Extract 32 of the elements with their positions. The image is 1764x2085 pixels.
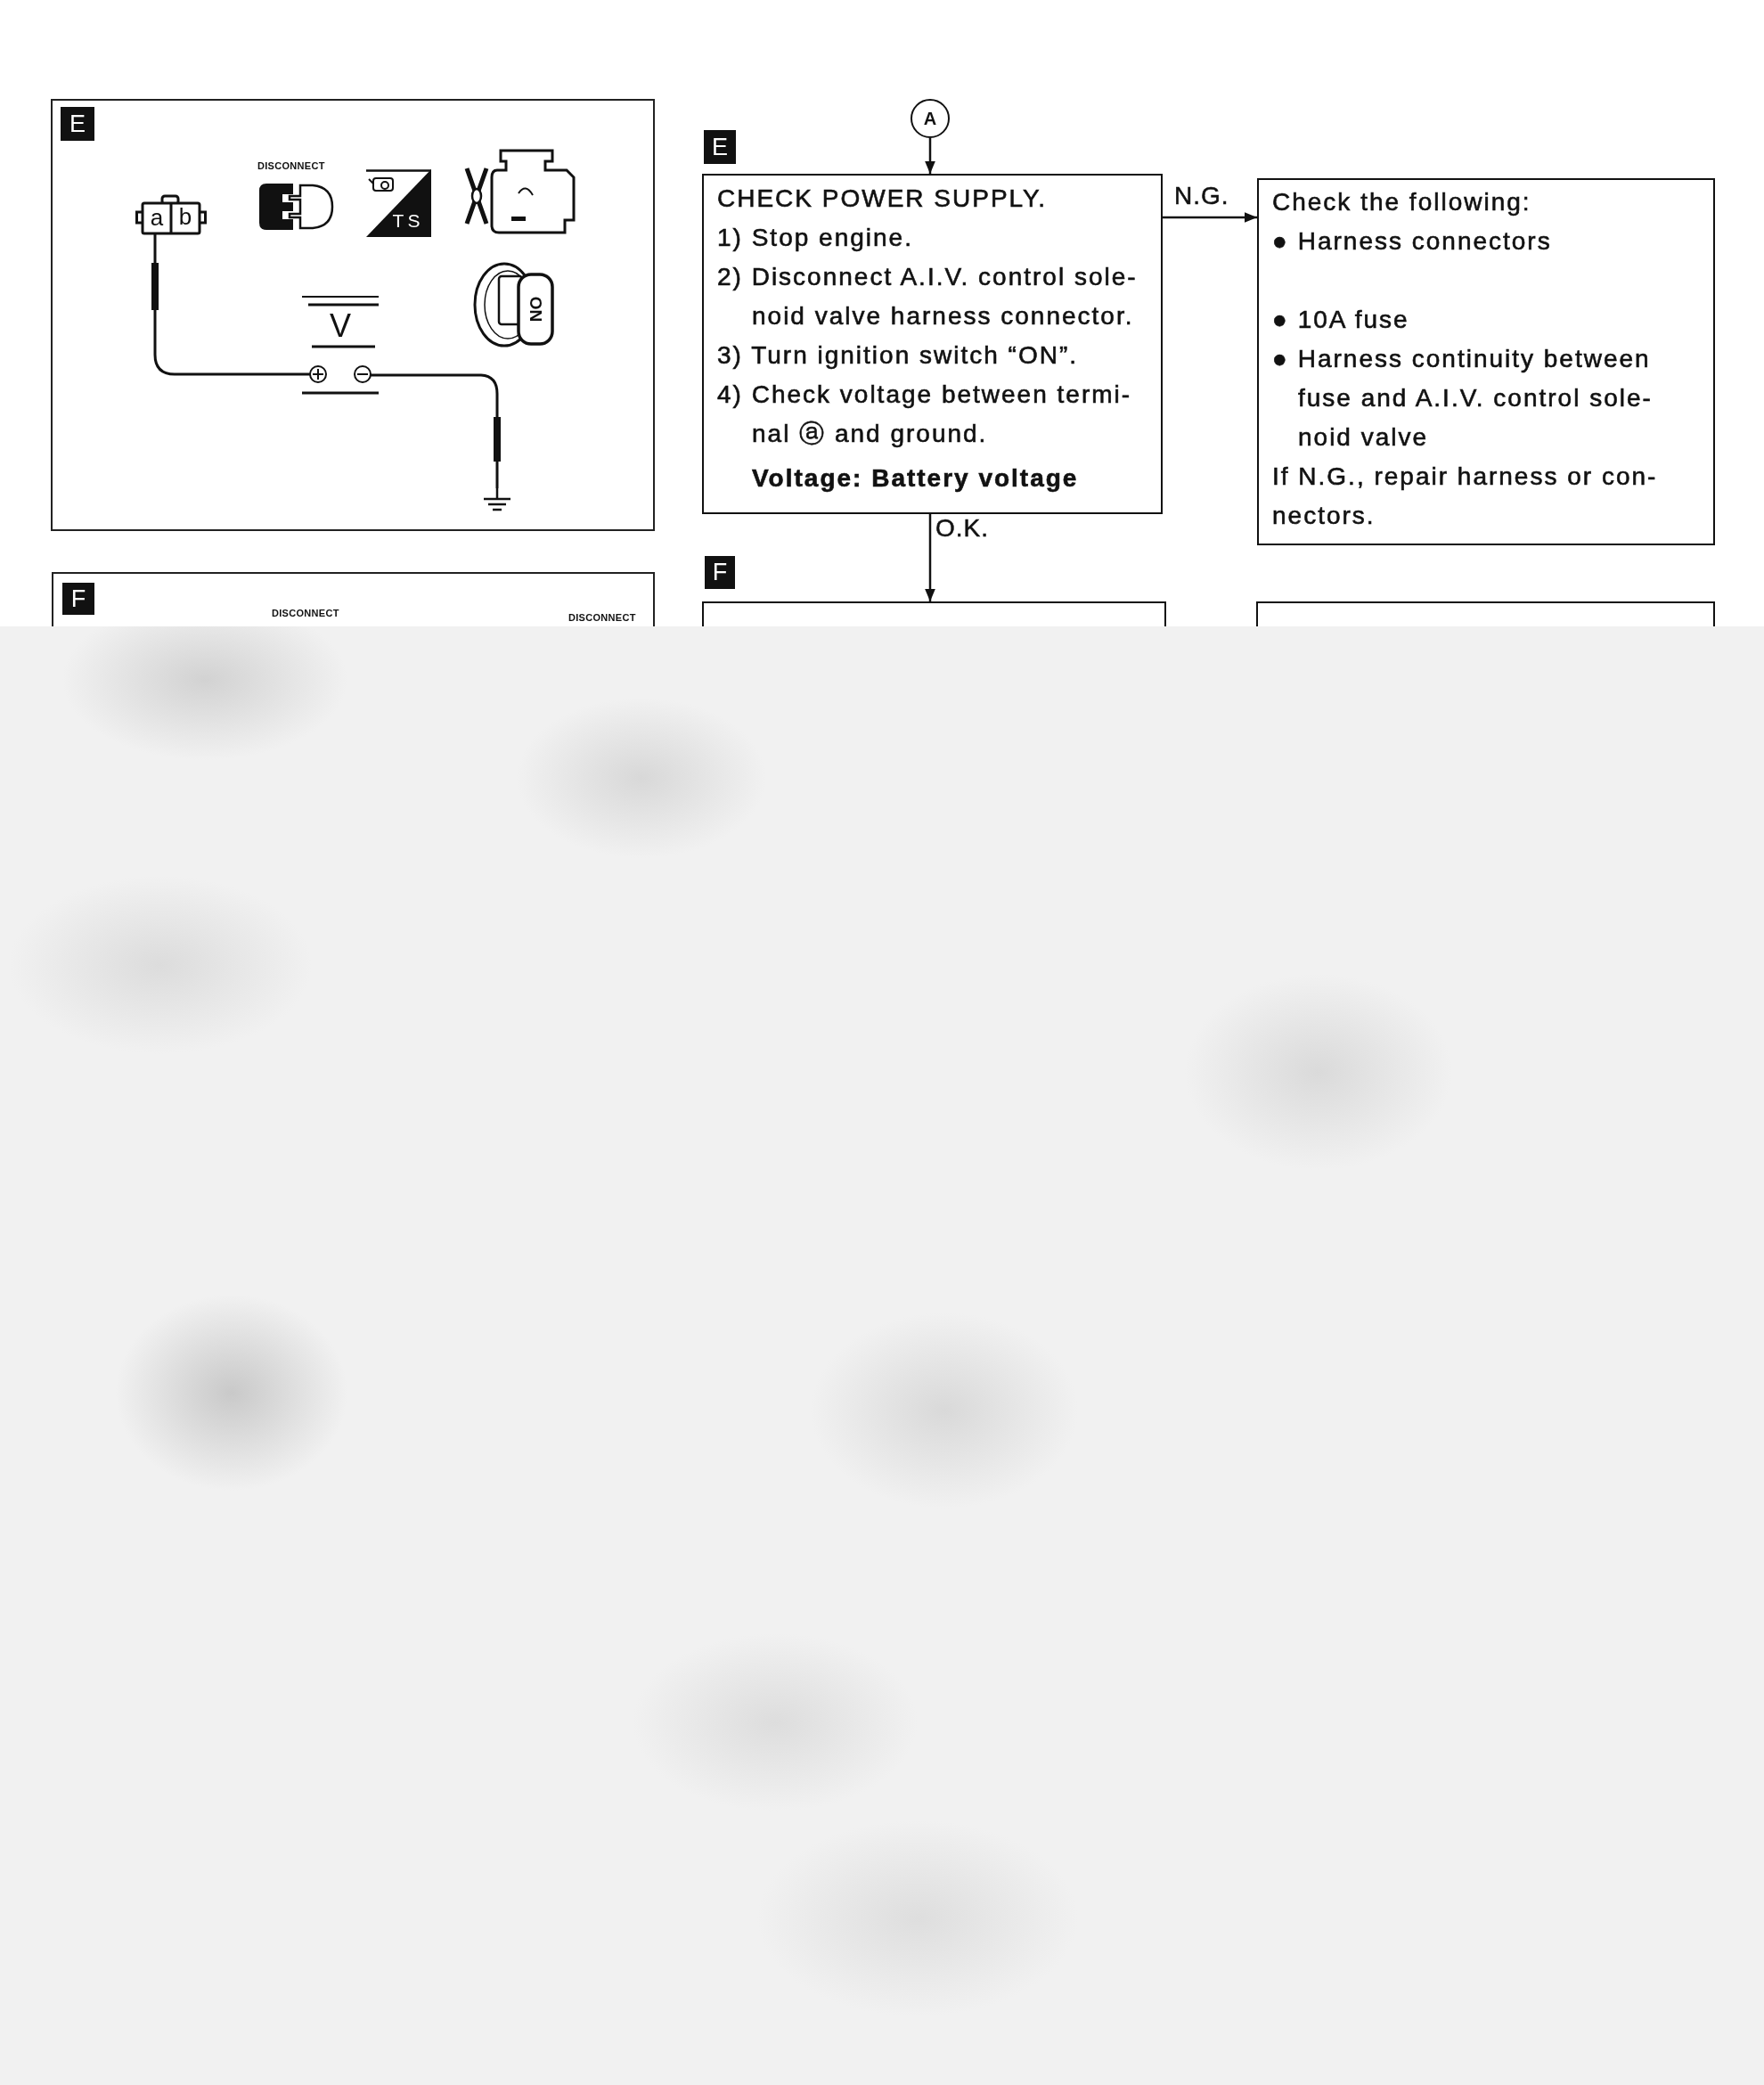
step-text: 3) Turn ignition switch “ON”. — [717, 340, 1078, 371]
note-text: If N.G., repair harness or con- nectors. — [1272, 462, 1659, 531]
step-heading: CHECK POWER SUPPLY. — [717, 184, 1047, 214]
check-item: ● Harness continuity between fuse and A.I.V. control sole- noid valve — [1272, 344, 1654, 453]
icon-caption: DISCONNECT — [568, 613, 636, 623]
process-box — [702, 174, 1163, 514]
arrow — [1163, 212, 1257, 223]
step-marker: E — [704, 130, 736, 164]
step-text: 1) Stop engine. — [717, 223, 913, 253]
check-item: ● 10A fuse — [1272, 305, 1409, 335]
section-marker: E — [61, 107, 94, 141]
step-marker: F — [705, 556, 735, 589]
section-marker: F — [62, 583, 94, 615]
step-text: 2) Disconnect A.I.V. control sole- noid valve harness connector. — [717, 262, 1139, 331]
terminal-letter: a — [150, 206, 164, 229]
process-box — [1256, 601, 1715, 626]
arrow — [925, 514, 935, 601]
check-heading: Check the following: — [1272, 187, 1531, 217]
icon-caption: DISCONNECT — [272, 609, 339, 618]
process-box — [702, 601, 1166, 626]
check-item: ● Harness connectors — [1272, 226, 1552, 257]
icon-text: ON — [527, 296, 544, 323]
process-box — [1257, 178, 1715, 545]
step-text: 4) Check voltage between termi- nal ⓐ and ground. — [717, 380, 1133, 449]
arrow — [925, 138, 935, 174]
terminal-letter: b — [178, 205, 192, 228]
icon-caption: DISCONNECT — [257, 161, 325, 171]
meter-symbol: V — [330, 310, 351, 342]
connector-letter: A — [923, 110, 937, 127]
connector-circle — [911, 99, 950, 138]
icon-text: TS — [392, 210, 424, 230]
spec-text: Voltage: Battery voltage — [751, 463, 1079, 494]
